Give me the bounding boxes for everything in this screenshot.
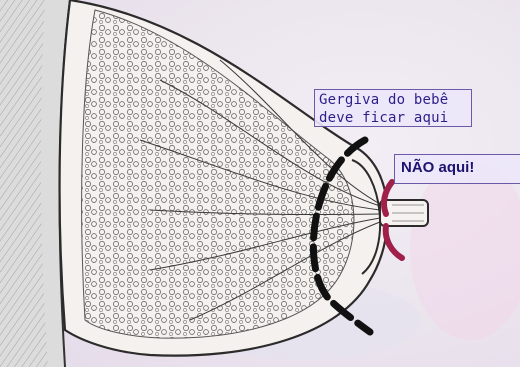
gum-position-label: Gergiva do bebê deve ficar aqui xyxy=(314,89,472,127)
not-here-label: NÃO aqui! xyxy=(394,154,520,184)
gum-label-line-2: deve ficar aqui xyxy=(319,109,467,127)
gum-label-line-1: Gergiva do bebê xyxy=(319,91,467,109)
